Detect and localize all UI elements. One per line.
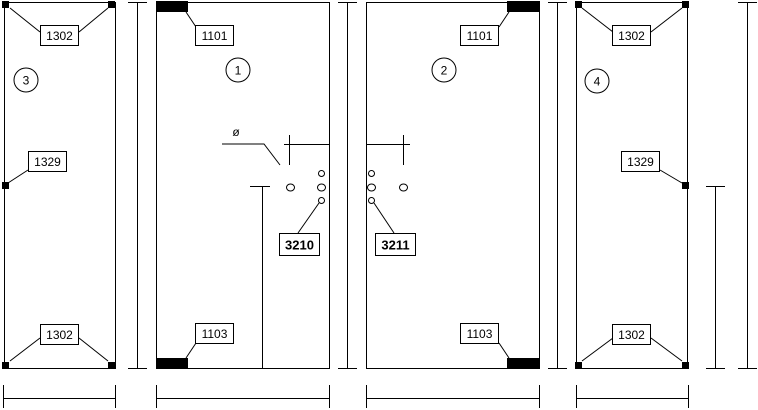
panel-2-part-label: 3211	[381, 238, 409, 253]
panel-1-top-label: 1101	[202, 29, 228, 43]
panel-3-number-circle	[13, 67, 39, 93]
panel-2-leader-top	[498, 11, 510, 28]
panel-4-corner-bottom-right	[682, 362, 689, 369]
panel-4-bottom-label-box	[612, 324, 651, 345]
panel-2-leader-bottom	[498, 342, 510, 359]
panel-2-top-patch-fitting	[507, 1, 540, 12]
panel-1-hole-c	[317, 183, 326, 192]
panel-3-leader-top-left	[9, 7, 41, 33]
panel-4-leader-mid	[659, 169, 683, 184]
panel-4-corner-bottom-left	[575, 362, 582, 369]
panel-3-corner-bottom-right	[108, 362, 115, 369]
panel-1-number: 1	[235, 64, 242, 78]
panel-3-corner-bottom-left	[2, 362, 9, 369]
panel-1-diameter-symbol: ø	[232, 125, 240, 139]
panel-3-top-label-box	[40, 25, 79, 46]
panel-4-mid-label-box	[621, 151, 660, 172]
panel-2-bottom-label: 1103	[467, 327, 493, 341]
panel-3-number: 3	[23, 74, 30, 88]
panel-4-number-circle	[584, 68, 610, 94]
panel-1-leader-bottom	[185, 342, 197, 359]
panel-3-corner-top-right	[108, 1, 115, 8]
panel-3-top-label: 1302	[46, 29, 73, 43]
panel-4-corner-top-right	[682, 1, 689, 8]
panel-3-leader-mid	[7, 169, 29, 184]
panel-4-leader-top-left	[581, 7, 614, 33]
panel-3-corner-top-left	[2, 1, 9, 8]
panel-3-mid-label: 1329	[34, 155, 61, 169]
panel-1-leader-top	[185, 11, 197, 28]
panel-2-part-label-box	[375, 233, 416, 256]
panel-4-outline	[576, 2, 688, 369]
panel-2-bottom-patch-fitting	[507, 358, 540, 369]
panel-2-outline	[366, 2, 540, 369]
panel-2-hole-b	[367, 183, 376, 192]
panel-2-top-label: 1101	[467, 29, 493, 43]
panel-3-mid-label-box	[28, 151, 67, 172]
panel-4-number: 4	[594, 75, 601, 89]
panel-2-number-circle	[431, 57, 457, 83]
panel-2-part-leader	[373, 202, 395, 234]
panel-1-top-label-box	[195, 25, 234, 46]
panel-3-leader-bottom-right	[78, 337, 109, 362]
panel-4: 1302 1329 1302 4	[575, 1, 757, 408]
panel-2-hole-c	[368, 197, 375, 204]
panel-4-top-label: 1302	[618, 29, 645, 43]
panel-4-hinge-mark	[682, 182, 689, 189]
panel-3-hinge-mark	[2, 182, 9, 189]
panel-1-part-label-box	[279, 233, 320, 256]
panel-3-bottom-label: 1302	[46, 328, 73, 342]
panel-3-outline	[4, 2, 116, 369]
panel-4-corner-top-left	[575, 1, 582, 8]
panel-4-leader-bottom-left	[581, 337, 614, 362]
panel-1-number-circle	[225, 57, 251, 83]
panel-3-bottom-label-box	[40, 324, 79, 345]
panel-1-hole-d	[318, 197, 325, 204]
panel-3: 1302 1329 1302 3	[2, 1, 147, 408]
panel-1-hole-b	[318, 170, 325, 177]
panel-3-leader-bottom-left	[9, 337, 41, 362]
panel-4-leader-bottom-right	[650, 337, 683, 362]
panel-1-bottom-patch-fitting	[156, 358, 188, 369]
panel-3-leader-top-right	[78, 7, 109, 33]
panel-4-bottom-label: 1302	[618, 328, 645, 342]
panel-4-mid-label: 1329	[627, 155, 654, 169]
panel-2-number: 2	[441, 64, 448, 78]
panel-1-part-leader	[297, 202, 320, 234]
panel-1-outline	[156, 2, 330, 369]
panel-1: 1101 1103 1 ø 3210	[156, 1, 357, 408]
panel-1-bottom-label-box	[195, 323, 234, 344]
panel-2-hole-d	[399, 183, 408, 192]
panel-2: 1101 1103 2 3211	[366, 1, 567, 408]
panel-1-hole-a	[286, 183, 295, 192]
panel-4-top-label-box	[612, 25, 651, 46]
panel-1-diameter-leader	[222, 143, 281, 166]
panel-2-top-label-box	[460, 25, 499, 46]
panel-1-part-label: 3210	[285, 238, 314, 253]
panel-1-top-patch-fitting	[156, 1, 188, 12]
panel-1-bottom-label: 1103	[202, 327, 228, 341]
panel-4-leader-top-right	[650, 7, 683, 33]
panel-2-bottom-label-box	[460, 323, 499, 344]
panel-2-hole-a	[368, 170, 375, 177]
